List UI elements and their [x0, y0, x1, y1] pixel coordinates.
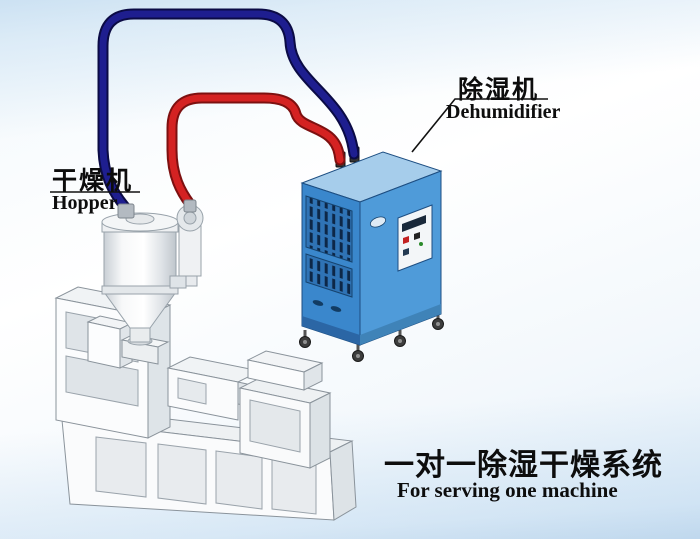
extruder-machine — [54, 286, 357, 521]
blower-outlet-fitting — [183, 199, 197, 213]
extruder-base-panels — [95, 436, 317, 515]
dehumidifier-label-zh: 除湿机 — [458, 76, 540, 104]
head-side — [309, 392, 331, 469]
blower-unit — [169, 204, 204, 289]
vent-oval-2 — [330, 306, 342, 312]
hopper-label-zh: 干燥机 — [52, 167, 134, 195]
blower-fan-hub — [183, 211, 197, 225]
hopper-dryer — [101, 212, 179, 346]
dehumidifier-cabinet — [299, 146, 444, 362]
control-indicator — [419, 242, 423, 246]
blower-elbow — [169, 275, 187, 289]
dehumidifier-label-en: Dehumidifier — [446, 101, 561, 123]
vent-oval-1 — [312, 300, 324, 306]
head-top-box — [246, 350, 324, 391]
dry-air-pipe — [97, 8, 360, 214]
head-panel — [249, 399, 301, 453]
extruder-base-side — [329, 440, 357, 521]
blower-body — [178, 225, 202, 277]
caption-en: For serving one machine — [397, 478, 618, 502]
hopper-inlet-fitting — [117, 203, 135, 219]
caption-zh: 一对一除湿干燥系统 — [384, 449, 663, 482]
brand-oval — [369, 216, 387, 228]
barrel-panel — [177, 377, 207, 405]
control-button-dark2 — [403, 248, 409, 256]
cabinet-casters — [299, 312, 444, 362]
vent-slats-lower — [305, 253, 353, 298]
control-display — [402, 215, 426, 232]
cabinet-kick-side — [360, 304, 441, 345]
vent-slats-upper — [305, 195, 353, 263]
hopper-body — [103, 225, 177, 293]
hopper-band — [101, 285, 179, 295]
pointer-lines — [50, 98, 548, 193]
dehumidifier-pointer-line — [411, 98, 548, 153]
return-air-pipe-core — [168, 94, 344, 208]
cabinet-kick-front — [302, 316, 360, 345]
dry-air-pipe-core — [99, 10, 358, 212]
control-button-dark1 — [414, 232, 420, 240]
pipe-fittings — [117, 199, 197, 219]
control-button-red — [403, 236, 409, 244]
hopper-label-en: Hopper — [52, 192, 118, 214]
return-air-pipe — [166, 92, 346, 210]
